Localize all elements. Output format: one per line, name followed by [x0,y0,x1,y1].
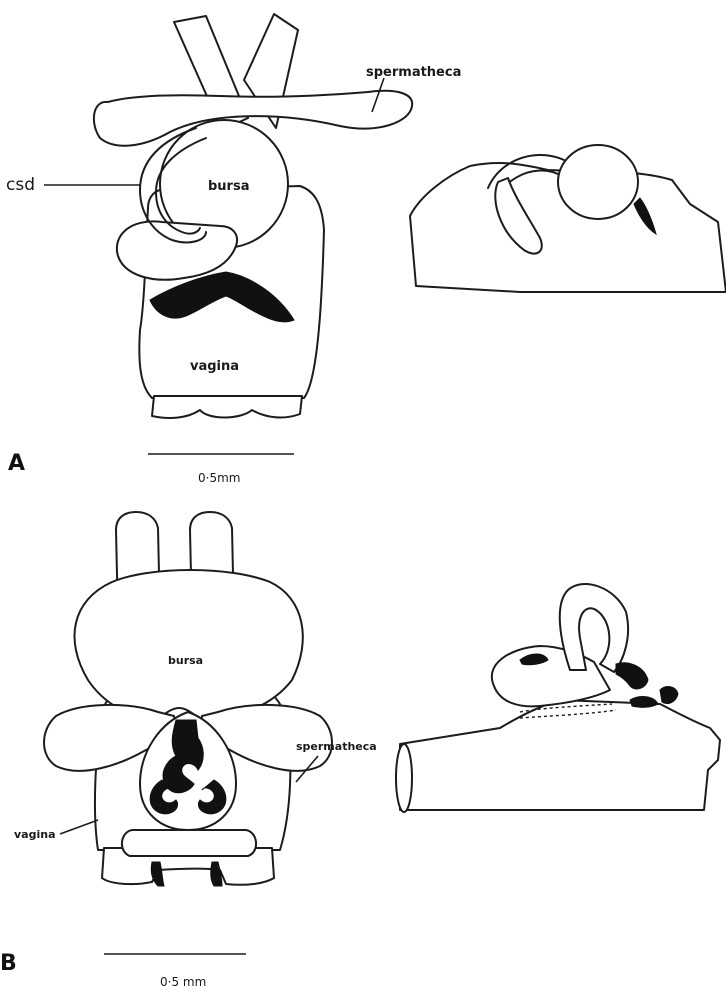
genital-plate-b [122,830,256,856]
panel-label-a: A [8,451,25,476]
vagina-lateral-b [400,700,720,810]
label-spermatheca-b: spermatheca [296,740,377,753]
label-spermatheca-a: spermatheca [366,65,461,80]
label-bursa-b: bursa [168,654,203,667]
leader-vagina-b [60,820,98,834]
figure-a-lateral-view [410,145,726,292]
oviduct-opening-lateral-b [396,744,412,812]
bursa-lateral-a [558,145,638,219]
figure-b-ventral-view: bursa spermatheca vagina B 0·5 mm [0,512,377,989]
bursa-b [75,570,303,720]
sclerite-lateral-b [616,663,648,689]
scale-bar-label-a: 0·5mm [198,471,240,485]
label-bursa-a: bursa [208,179,249,194]
label-vagina-a: vagina [190,359,239,374]
sclerite-lateral3-b [630,697,658,708]
vagina-base-a [152,396,302,418]
scale-bar-label-b: 0·5 mm [160,975,206,989]
figure-a-ventral-view: spermatheca csd bursa vagina A 0·5mm [6,14,461,485]
panel-label-b: B [0,951,17,976]
figure-b-lateral-view [396,584,720,812]
label-vagina-b: vagina [14,828,56,841]
spermatheca-lateral-b [560,584,628,672]
bursa-lateral-b [492,646,610,706]
sclerite-lateral2-b [660,687,678,704]
label-csd-a: csd [6,175,35,195]
